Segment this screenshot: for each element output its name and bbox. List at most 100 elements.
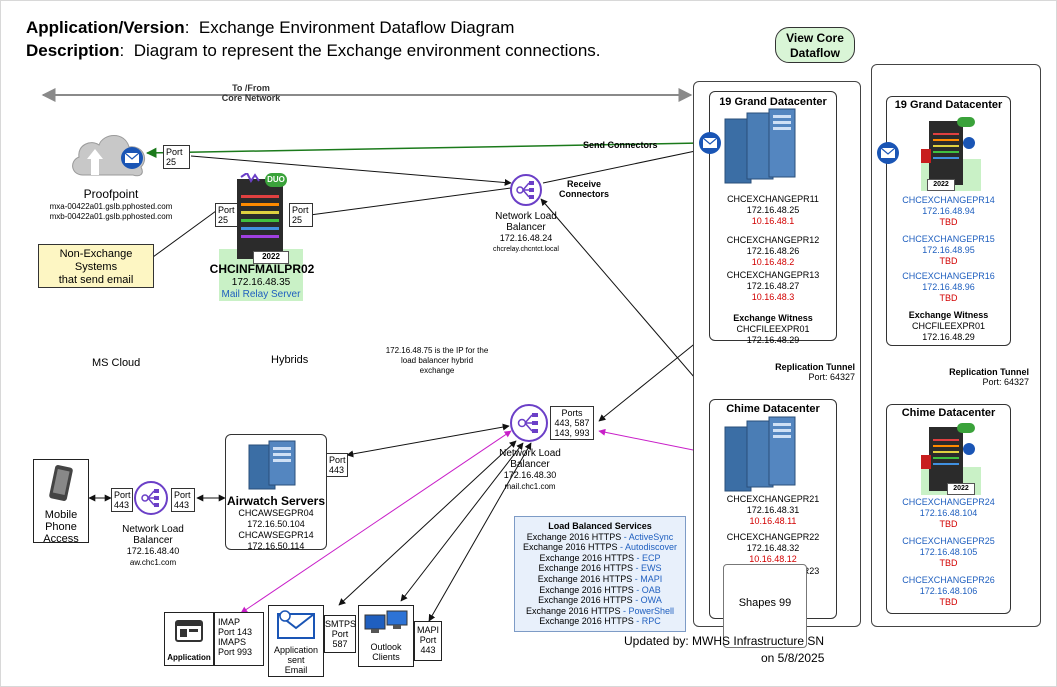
updated-date: on 5/8/2025 (761, 651, 825, 665)
dc4-2022-badge: 2022 (947, 483, 975, 495)
airwatch-details: Airwatch Servers CHCAWSEGPR04 172.16.50.… (226, 494, 326, 551)
dc2-title: Chime Datacenter (726, 403, 820, 415)
dc3-email-icon (877, 142, 899, 164)
app-value: Exchange Environment Dataflow Diagram (198, 18, 515, 37)
relay-name: CHCINFMAILPR02 (209, 262, 315, 276)
proofpoint-hosts: mxa-00422a01.gslb.pphosted.com mxb-00422… (49, 202, 173, 221)
send-connectors-line (145, 142, 702, 159)
lb-service-item: Exchange 2016 HTTPS - Autodiscover (515, 542, 685, 553)
dc1-server-1: CHCEXCHANGEPR11 172.16.48.25 10.16.48.1 (727, 194, 819, 226)
application-box: Application (164, 612, 214, 666)
nlb-aw-icon (134, 481, 168, 515)
relay-role: Mail Relay Server (221, 289, 301, 300)
lb-service-endpoint: - MAPI (632, 573, 663, 584)
airwatch-port-box: Port 443 (326, 453, 348, 477)
dc1-server-list: CHCEXCHANGEPR11 172.16.48.25 10.16.48.1 … (709, 194, 837, 346)
nlb-to-dc1-line (542, 146, 706, 184)
mobile-phone-box: Mobile Phone Access (33, 459, 89, 545)
email-envelope-icon (277, 610, 315, 639)
relay-to-nlb-line (309, 187, 512, 216)
lb-service-item: Exchange 2016 HTTPS - OAB (515, 585, 685, 596)
header-app-line: Application/Version: Exchange Environmen… (26, 18, 515, 37)
relay-port-in: Port 25 (215, 203, 239, 227)
lb-service-item: Exchange 2016 HTTPS - PowerShell (515, 606, 685, 617)
email-gateway-icon (121, 147, 143, 169)
nlb-top-host: chcrelay.chcntct.local (492, 246, 559, 253)
application-email-box: Application sent Email (268, 605, 324, 677)
dc3-2022-badge: 2022 (927, 179, 955, 191)
dc2-server-1: CHCEXCHANGEPR21 172.16.48.31 10.16.48.11 (726, 494, 820, 526)
dc1-server-3: CHCEXCHANGEPR13 172.16.48.27 10.16.48.3 (726, 270, 820, 302)
airwatch-server-icon (248, 440, 296, 490)
view-core-line2: Dataflow (789, 46, 840, 60)
dc3-server-list: CHCEXCHANGEPR14 172.16.48.94 TBD CHCEXCH… (886, 195, 1011, 343)
proofpoint-name: Proofpoint (83, 187, 139, 201)
relay-port-out: Port 25 (289, 203, 313, 227)
updated-by: Updated by: MWHS Infrastructure SN (624, 634, 825, 648)
proofpoint-port-box: Port 25 (163, 145, 190, 169)
mapi-box: MAPI Port 443 (414, 621, 442, 661)
lb-service-endpoint: - Autodiscover (617, 542, 678, 553)
dc4-server-3: CHCEXCHANGEPR26 172.16.48.106 TBD (902, 575, 995, 607)
view-core-dataflow-button[interactable]: View Core Dataflow (775, 27, 855, 63)
dc1-server-2: CHCEXCHANGEPR12 172.16.48.26 10.16.48.2 (726, 235, 820, 267)
shapes-99-overlay[interactable]: Shapes 99 (723, 564, 807, 648)
mobile-port-right: Port 443 (171, 488, 195, 512)
dc4-box (886, 404, 1011, 614)
dc3-server-2: CHCEXCHANGEPR15 172.16.48.95 TBD (902, 234, 995, 266)
lb-service-protocol: Exchange 2016 HTTPS (537, 573, 633, 584)
replication-tunnel-2-label: Replication Tunnel Port: 64327 (949, 367, 1029, 387)
lb-service-item: Exchange 2016 HTTPS - EWS (515, 563, 685, 574)
lb-service-protocol: Exchange 2016 HTTPS (539, 584, 634, 595)
nlb-mid-icon (510, 404, 548, 442)
lb-service-endpoint: - ECP (634, 552, 661, 563)
lb-service-protocol: Exchange 2016 HTTPS (539, 616, 634, 627)
lb-service-endpoint: - RPC (633, 616, 661, 627)
core-network-label: To /From Core Network (221, 83, 281, 103)
ms-cloud-label: MS Cloud (92, 357, 141, 369)
lb-service-endpoint: - ActiveSync (621, 531, 674, 542)
lb-service-protocol: Exchange 2016 HTTPS (538, 595, 633, 606)
lb-service-protocol: Exchange 2016 HTTPS (525, 605, 621, 616)
lb-service-endpoint: - EWS (633, 563, 662, 574)
dc3-server-icon (921, 117, 975, 185)
nlb-aw-label: Network Load Balancer 172.16.48.40 aw.ch… (122, 524, 184, 567)
nlb-top-icon (510, 174, 542, 206)
nlb-mid-ports-box: Ports 443, 587 143, 993 (550, 406, 594, 440)
smtps-box: SMTPS Port 587 (324, 615, 356, 653)
duo-badge: DUO (265, 173, 287, 187)
dc1-witness: Exchange Witness CHCFILEEXPR01 172.16.48… (733, 313, 813, 345)
non-exchange-systems-box: Non-Exchange Systems that send email (38, 244, 154, 288)
lb-service-item: Exchange 2016 HTTPS - RPC (515, 616, 685, 627)
relay-2022-badge: 2022 (253, 251, 289, 264)
lb-service-protocol: Exchange 2016 HTTPS (539, 552, 635, 563)
hybrid-note: 172.16.48.75 is the IP for the load bala… (385, 346, 489, 375)
dc1-server-cluster-icon (724, 108, 796, 184)
outlook-clients-box: Outlook Clients (358, 605, 414, 667)
nlb-top-label: Network Load Balancer 172.16.48.24 (495, 211, 557, 243)
dc3-server-3: CHCEXCHANGEPR16 172.16.48.96 TBD (902, 271, 995, 303)
header-desc-line: Description: Diagram to represent the Ex… (26, 41, 601, 60)
lb-services-box: Load Balanced Services Exchange 2016 HTT… (514, 516, 686, 632)
replication-tunnel-1-label: Replication Tunnel Port: 64327 (775, 362, 855, 382)
dc1-email-icon (699, 132, 721, 154)
lb-service-item: Exchange 2016 HTTPS - ECP (515, 553, 685, 564)
dc4-server-2: CHCEXCHANGEPR25 172.16.48.105 TBD (902, 536, 995, 568)
relay-ip: 172.16.48.35 (231, 277, 291, 288)
receive-connectors-label: Receive Connectors (558, 179, 609, 199)
dc3-server-1: CHCEXCHANGEPR14 172.16.48.94 TBD (902, 195, 995, 227)
lb-service-protocol: Exchange 2016 HTTPS (522, 542, 618, 553)
dc4-title: Chime Datacenter (901, 407, 996, 419)
lb-service-protocol: Exchange 2016 HTTPS (526, 531, 622, 542)
outlook-clients-icon (364, 610, 408, 633)
app-label: Application/Version (26, 18, 185, 37)
mobile-phone-icon (49, 465, 73, 501)
view-core-line1: View Core (786, 31, 844, 45)
mail-relay-server-icon (237, 173, 283, 259)
application-window-icon (175, 620, 203, 642)
imap-box: IMAP Port 143 IMAPS Port 993 (214, 612, 264, 666)
lb-service-endpoint: - PowerShell (620, 605, 675, 616)
nlb-mid-label: Network Load Balancer 172.16.48.30 mail.… (499, 448, 561, 491)
hybrids-label: Hybrids (271, 354, 309, 366)
